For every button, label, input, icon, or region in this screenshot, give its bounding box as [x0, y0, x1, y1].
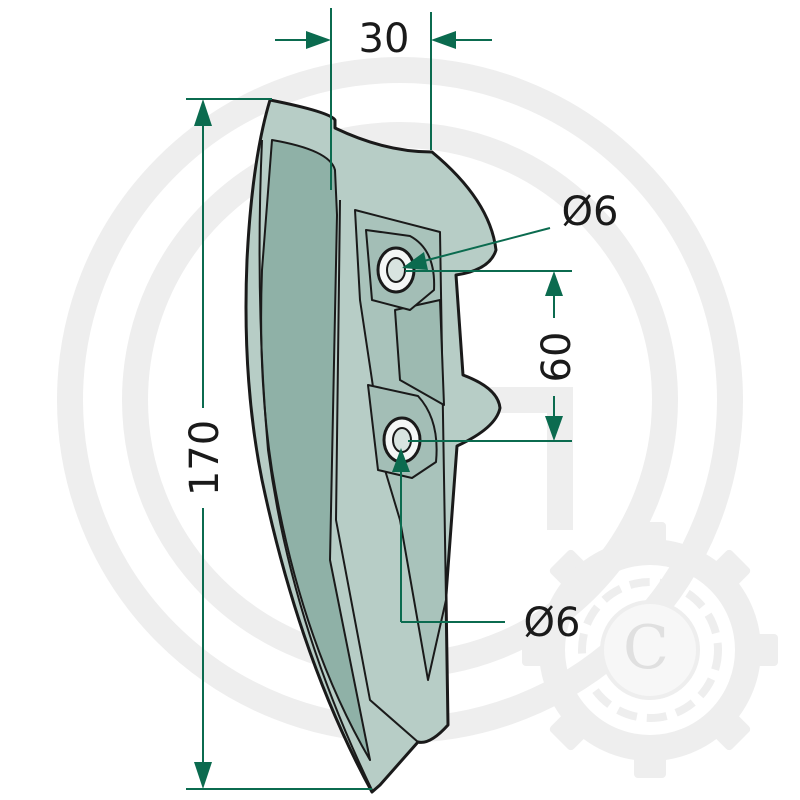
watermark-logo-letter: C: [623, 613, 669, 683]
spacing-arrowhead-top: [545, 271, 563, 296]
height-arrowhead-top: [194, 99, 212, 126]
upper-hole-diameter-label: Ø6: [562, 189, 619, 235]
width-label: 30: [359, 16, 410, 62]
part-blade-bevel: [258, 139, 373, 791]
upper-diameter-leader: [419, 227, 551, 263]
hole-spacing-label: 60: [534, 332, 580, 383]
part-rib-face: [394, 299, 445, 406]
watermark-cog-logo: C: [522, 522, 778, 778]
ploughshare-part: [244, 98, 502, 794]
upper-hole-inner: [386, 257, 406, 283]
width-arrowhead-left: [306, 31, 331, 49]
height-arrowhead-bottom: [194, 762, 212, 789]
part-inner-ridge: [335, 199, 419, 743]
height-label: 170: [182, 420, 228, 496]
spacing-arrowhead-bottom: [545, 416, 563, 441]
lower-diameter-arrowhead: [392, 448, 410, 472]
lower-hole-diameter-label: Ø6: [524, 600, 581, 646]
width-arrowhead-right: [431, 31, 456, 49]
dimension-lines: [186, 8, 572, 790]
upper-diameter-arrowhead: [402, 252, 428, 270]
